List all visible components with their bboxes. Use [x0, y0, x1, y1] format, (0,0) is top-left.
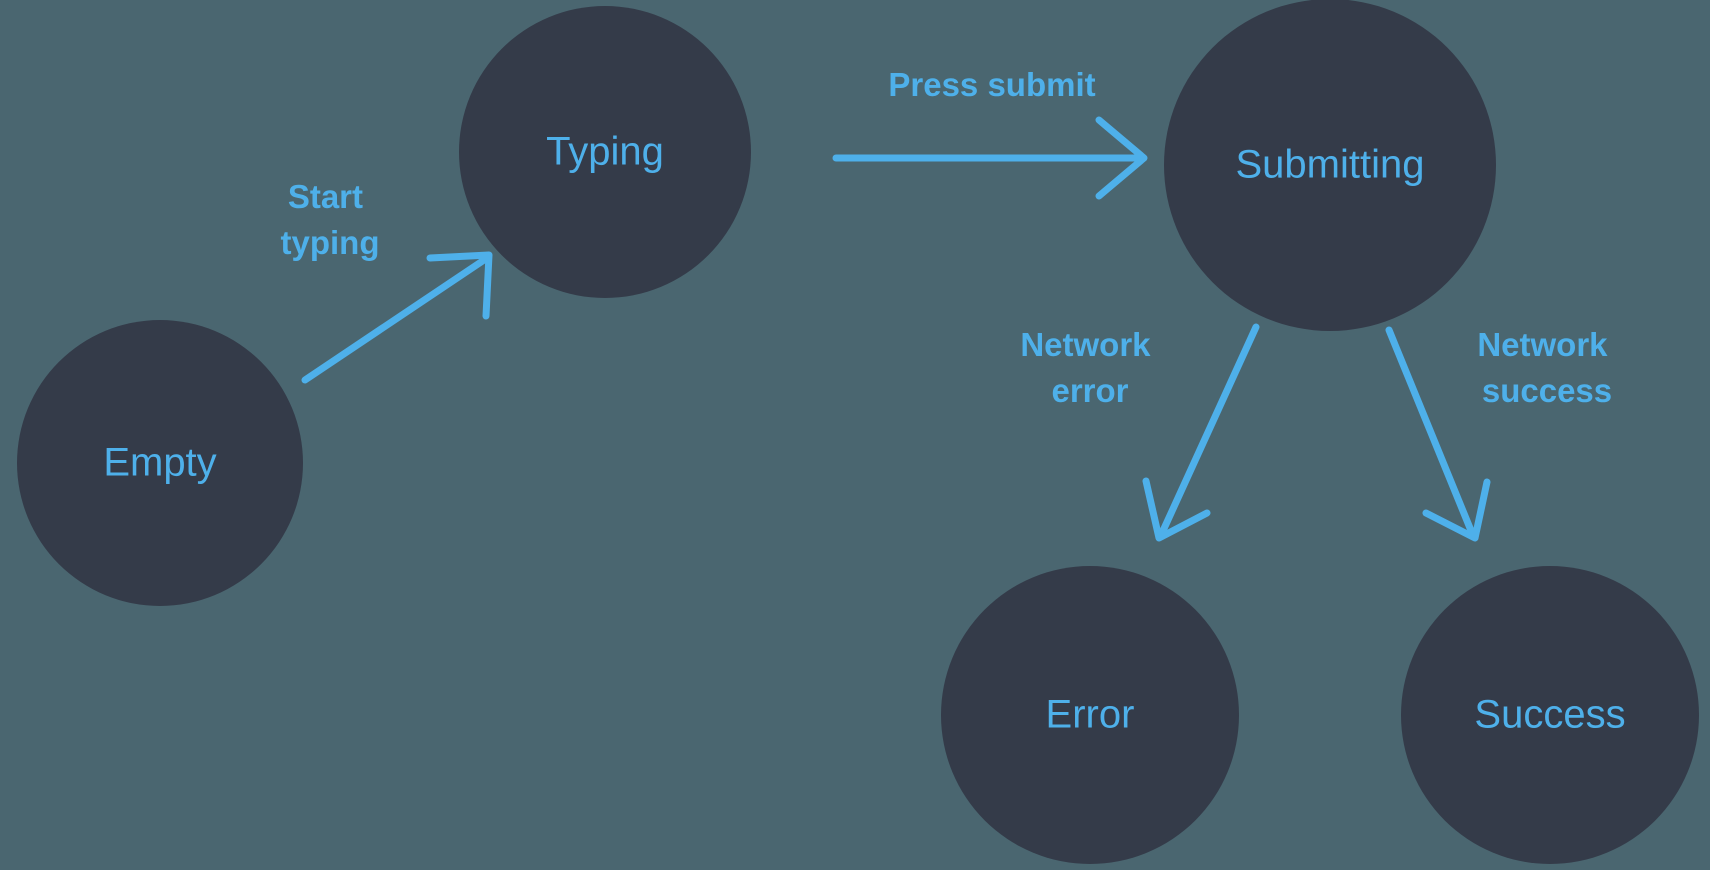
node-success-label: Success — [1474, 693, 1625, 737]
node-error[interactable]: Error — [941, 566, 1239, 864]
edge-empty-to-typing-line — [301, 254, 491, 384]
edge-submitting-to-error-line — [1158, 323, 1260, 537]
edge-submitting-to-success: Network success — [1385, 326, 1616, 542]
node-submitting-circle[interactable] — [1164, 0, 1496, 331]
node-empty[interactable]: Empty — [17, 320, 303, 606]
node-success[interactable]: Success — [1401, 566, 1699, 864]
edge-typing-to-submitting: Press submit — [832, 66, 1148, 200]
node-empty-label: Empty — [103, 441, 216, 485]
node-error-label: Error — [1046, 693, 1135, 737]
node-typing[interactable]: Typing — [459, 6, 751, 298]
node-submitting-label: Submitting — [1236, 143, 1425, 187]
edge-label-line: Network — [1477, 326, 1608, 363]
edge-label-line: success — [1482, 372, 1612, 409]
edge-typing-to-submitting-arrowhead — [1095, 116, 1148, 200]
edge-label-line: Start — [288, 178, 363, 215]
edge-label-line: Press submit — [888, 66, 1095, 103]
edge-submitting-to-success-line — [1385, 326, 1476, 537]
node-submitting[interactable]: Submitting — [1164, 0, 1496, 331]
edge-label-line: typing — [281, 224, 380, 261]
node-empty-circle[interactable] — [17, 320, 303, 606]
edge-empty-to-typing-arrowhead — [426, 251, 493, 320]
edge-typing-to-submitting-label: Press submit — [888, 66, 1095, 103]
node-typing-label: Typing — [546, 130, 664, 174]
edge-submitting-to-success-arrowhead — [1422, 478, 1491, 542]
edge-empty-to-typing: Start typing — [281, 178, 493, 384]
edge-submitting-to-error-label: Network error — [1020, 326, 1159, 409]
node-typing-circle[interactable] — [459, 6, 751, 298]
edge-empty-to-typing-label: Start typing — [281, 178, 380, 261]
edge-label-line: Network — [1020, 326, 1151, 363]
edge-submitting-to-error-arrowhead — [1142, 477, 1211, 542]
edge-submitting-to-success-label: Network success — [1477, 326, 1616, 409]
node-success-circle[interactable] — [1401, 566, 1699, 864]
node-error-circle[interactable] — [941, 566, 1239, 864]
edge-label-line: error — [1051, 372, 1128, 409]
edge-submitting-to-error: Network error — [1020, 323, 1260, 542]
